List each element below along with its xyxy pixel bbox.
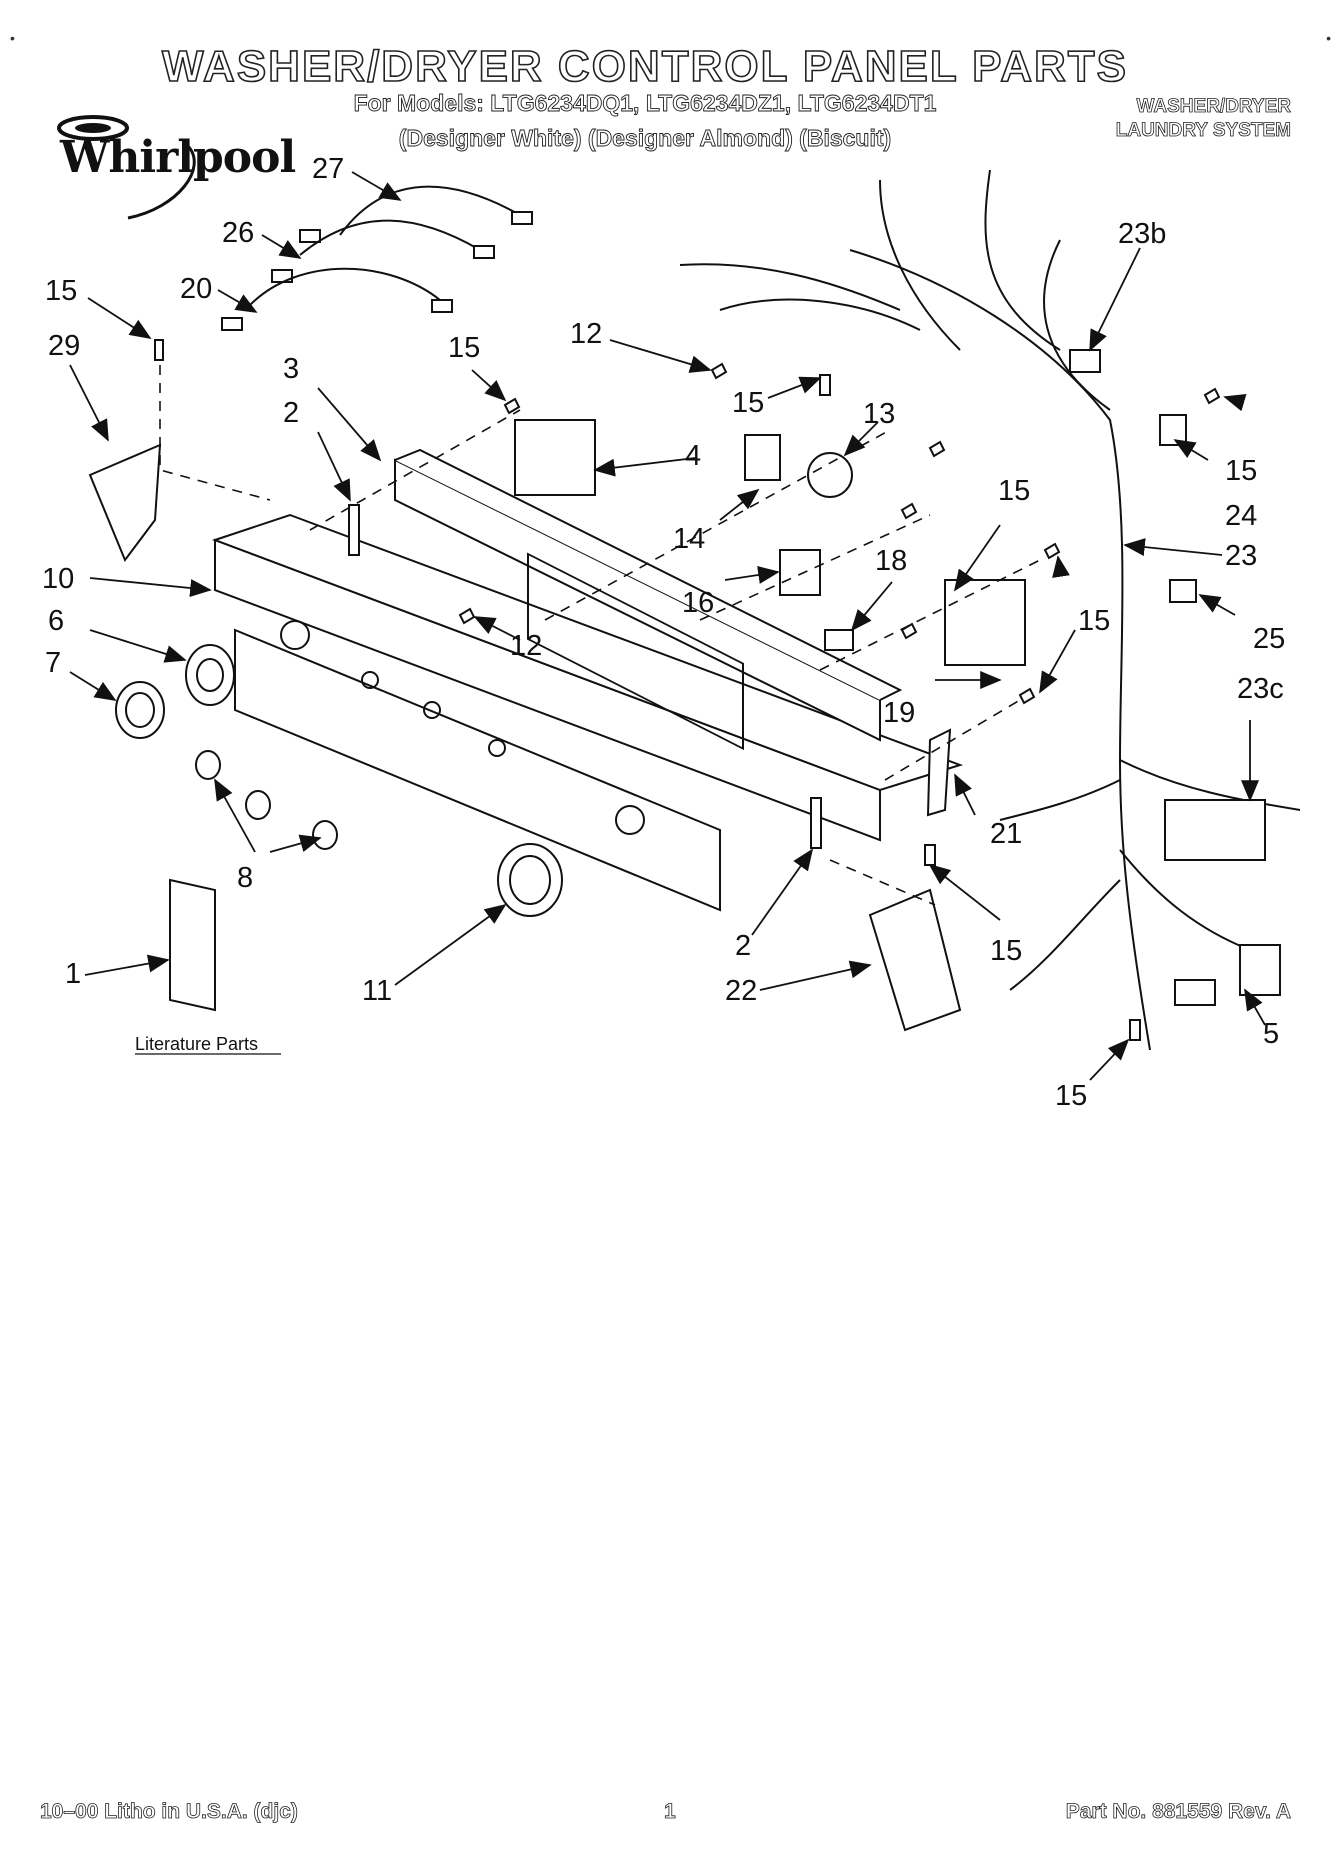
knob-7 bbox=[115, 681, 165, 739]
endcap-22 bbox=[868, 888, 962, 1032]
callout-3: 3 bbox=[283, 353, 299, 385]
callout-14: 14 bbox=[673, 523, 705, 555]
callout-15f: 15 bbox=[1078, 605, 1110, 637]
callout-7: 7 bbox=[45, 647, 61, 679]
callout-8: 8 bbox=[237, 862, 253, 894]
models-line: For Models: LTG6234DQ1, LTG6234DZ1, LTG6… bbox=[353, 90, 937, 117]
callout-5: 5 bbox=[1263, 1018, 1279, 1050]
wire-26 bbox=[299, 219, 481, 256]
callout-10: 10 bbox=[42, 563, 74, 595]
switch-14 bbox=[744, 434, 781, 481]
connector-23b bbox=[1069, 349, 1101, 373]
callout-11: 11 bbox=[362, 975, 392, 1007]
system-line-2: LAUNDRY SYSTEM bbox=[1115, 120, 1291, 142]
harness-23 bbox=[849, 249, 1151, 1051]
callout-15g: 15 bbox=[990, 935, 1022, 967]
callout-15h: 15 bbox=[1055, 1080, 1087, 1112]
callout-23c: 23c bbox=[1237, 673, 1284, 705]
registration-mark: • bbox=[1326, 30, 1331, 46]
callout-16: 16 bbox=[682, 587, 714, 619]
part-18 bbox=[824, 629, 854, 651]
callout-1: 1 bbox=[65, 958, 81, 990]
knob-8c bbox=[312, 820, 338, 850]
bracket-29 bbox=[88, 443, 162, 563]
brand-logo: Whirlpool bbox=[60, 132, 296, 183]
footer-page-number: 1 bbox=[664, 1800, 676, 1824]
callout-25: 25 bbox=[1253, 623, 1285, 655]
wire-27 bbox=[339, 185, 521, 236]
callout-6: 6 bbox=[48, 605, 64, 637]
literature-parts-label: Literature Parts bbox=[135, 1034, 258, 1054]
callout-12a: 12 bbox=[570, 318, 602, 350]
timer-19 bbox=[944, 579, 1026, 666]
pressure-switch-13 bbox=[807, 452, 853, 498]
callout-22: 22 bbox=[725, 975, 757, 1007]
callout-13: 13 bbox=[863, 398, 895, 430]
colors-line: (Designer White) (Designer Almond) (Bisc… bbox=[398, 125, 892, 152]
connector-23c bbox=[1164, 799, 1266, 861]
footer-part-number: Part No. 881559 Rev. A bbox=[1065, 1800, 1291, 1824]
knob-8b bbox=[245, 790, 271, 820]
callout-27: 27 bbox=[312, 153, 344, 185]
page-title: WASHER/DRYER CONTROL PANEL PARTS bbox=[161, 41, 1129, 92]
callout-2b: 2 bbox=[735, 930, 751, 962]
callout-4: 4 bbox=[685, 440, 701, 472]
callout-23b: 23b bbox=[1118, 218, 1166, 250]
console-top bbox=[212, 513, 964, 792]
console-lower bbox=[234, 628, 721, 912]
callout-15a: 15 bbox=[45, 275, 77, 307]
literature-booklet bbox=[169, 878, 216, 1012]
switch-16 bbox=[779, 549, 821, 596]
switch-4 bbox=[514, 419, 596, 496]
screws bbox=[154, 339, 1221, 1041]
callout-20: 20 bbox=[180, 273, 212, 305]
callout-15e: 15 bbox=[1225, 455, 1257, 487]
footer-litho: 10–00 Litho in U.S.A. (djc) bbox=[40, 1800, 299, 1824]
backplate bbox=[394, 458, 881, 742]
callout-2a: 2 bbox=[283, 397, 299, 429]
callout-21: 21 bbox=[990, 818, 1022, 850]
part-25 bbox=[1169, 579, 1197, 603]
system-line-1: WASHER/DRYER bbox=[1136, 96, 1291, 118]
bezel-6 bbox=[185, 644, 235, 706]
callout-12b: 12 bbox=[510, 630, 542, 662]
callout-29: 29 bbox=[48, 330, 80, 362]
knob-11 bbox=[497, 843, 563, 917]
callout-15d: 15 bbox=[998, 475, 1030, 507]
callout-23: 23 bbox=[1225, 540, 1257, 572]
knob-8a bbox=[195, 750, 221, 780]
connector-5 bbox=[1239, 944, 1281, 996]
wire-20 bbox=[249, 267, 441, 306]
part-24 bbox=[1159, 414, 1187, 446]
brand-logo-swirl bbox=[57, 115, 196, 220]
callout-15b: 15 bbox=[448, 332, 480, 364]
callout-26: 26 bbox=[222, 217, 254, 249]
registration-mark: • bbox=[10, 30, 15, 46]
callout-15c: 15 bbox=[732, 387, 764, 419]
callout-19: 19 bbox=[883, 697, 915, 729]
callout-24: 24 bbox=[1225, 500, 1257, 532]
callout-18: 18 bbox=[875, 545, 907, 577]
